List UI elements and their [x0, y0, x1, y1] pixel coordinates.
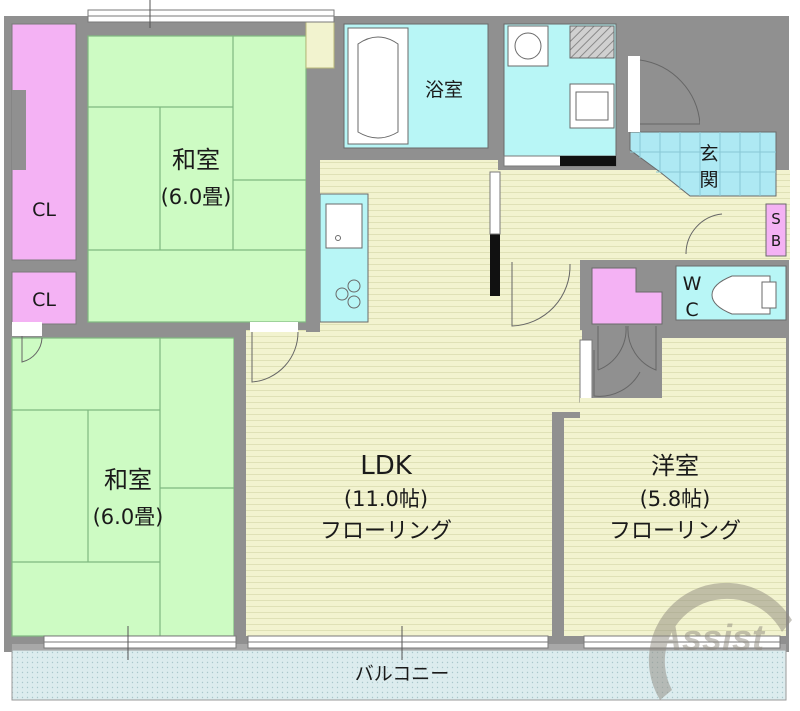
washitsu-lower-name: 和室: [104, 466, 152, 494]
entrance-label-2: 関: [699, 169, 718, 191]
upper-window: [87, 0, 335, 28]
closet-lower: [11, 271, 77, 325]
balcony-label: バルコニー: [355, 663, 450, 685]
kitchen: [319, 193, 369, 323]
wc-label-1: W: [683, 273, 702, 295]
youshitsu-closet: [579, 267, 663, 403]
watermark-text: Assist: [655, 617, 766, 658]
closet-upper-label: CL: [32, 199, 56, 221]
washitsu-upper-size: (6.0畳): [161, 185, 232, 209]
entrance-label-1: 玄: [699, 143, 718, 165]
youshitsu-floor: [562, 338, 786, 636]
wc: [675, 265, 787, 321]
wc-label-2: C: [685, 299, 698, 321]
interior-walls: [234, 150, 564, 638]
ldk-size: (11.0帖): [344, 487, 428, 511]
washitsu-upper-name: 和室: [172, 146, 220, 174]
lower-windows: [43, 626, 781, 660]
corridor-doors: [489, 171, 723, 327]
youshitsu-size: (5.8帖): [640, 487, 711, 511]
shoebox-label-1: S: [771, 210, 781, 228]
shoebox-label-2: B: [771, 232, 781, 250]
closet-lower-label: CL: [32, 289, 56, 311]
youshitsu-name: 洋室: [651, 452, 699, 480]
washitsu-lower-size: (6.0畳): [93, 505, 164, 529]
washitsu-lower: [11, 322, 235, 637]
entrance: [628, 56, 780, 197]
youshitsu-floor-type: フローリング: [609, 519, 741, 544]
washroom: [503, 23, 617, 167]
closet-upper: [11, 23, 77, 261]
shoebox: [765, 203, 787, 257]
assist-logo: Assist: [648, 582, 792, 700]
ldk-floor-type: フローリング: [320, 519, 452, 544]
bath-label: 浴室: [425, 79, 463, 101]
ldk-name: LDK: [360, 451, 413, 481]
bathroom: [343, 23, 489, 149]
